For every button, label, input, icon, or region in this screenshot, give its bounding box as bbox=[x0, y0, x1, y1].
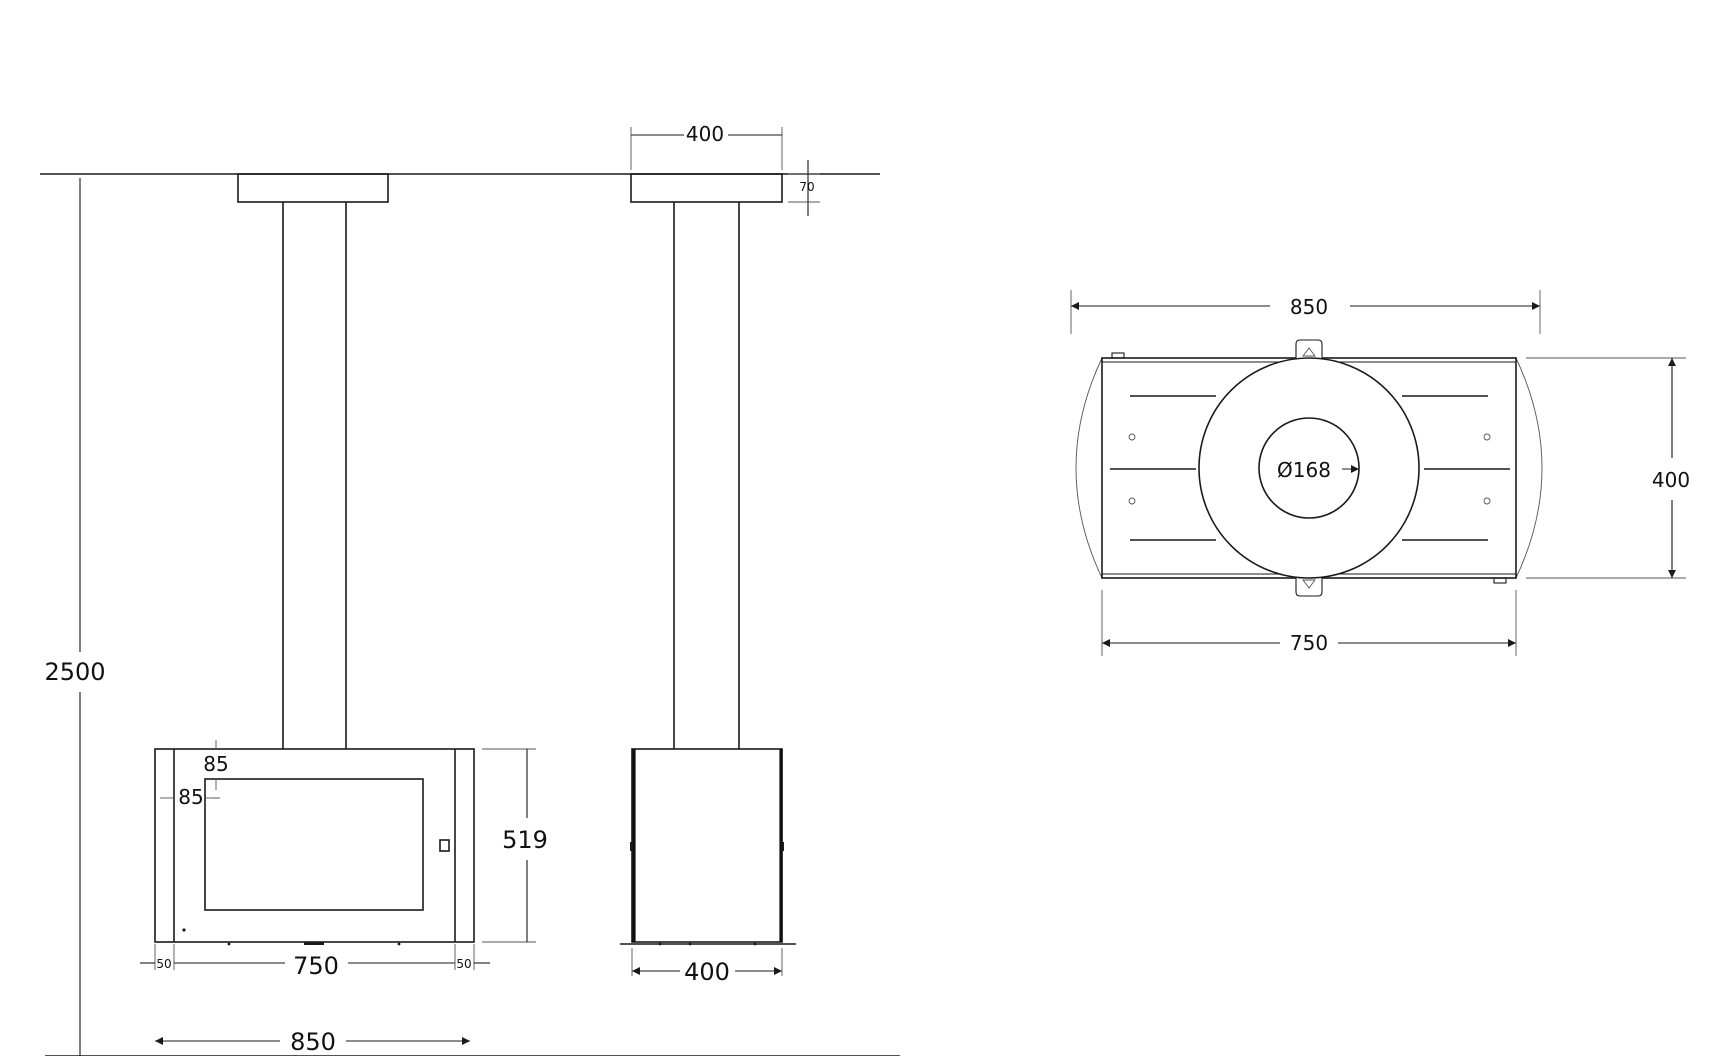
plan-overall-width-label: 850 bbox=[1290, 295, 1328, 319]
plan-body-width-label: 750 bbox=[1290, 631, 1328, 655]
flue-diameter-label: Ø168 bbox=[1277, 458, 1331, 482]
handle-square bbox=[439, 839, 450, 852]
top-plate-width-label: 400 bbox=[686, 122, 724, 146]
top-plate-height-label: 70 bbox=[799, 180, 814, 194]
overall-width-label: 850 bbox=[290, 1028, 336, 1056]
front-body bbox=[154, 748, 475, 943]
height-dimension: 2500 bbox=[44, 178, 106, 1056]
glass-offset-top-label: 85 bbox=[203, 752, 228, 776]
front-side-left-label: 50 bbox=[156, 957, 171, 971]
plan-top-disc bbox=[1198, 357, 1420, 579]
front-side-right-label: 50 bbox=[456, 957, 471, 971]
front-view: 85 85 50 750 50 850 519 bbox=[140, 173, 548, 1056]
height-total-label: 2500 bbox=[44, 658, 105, 686]
flue-circle bbox=[1258, 417, 1360, 519]
side-body bbox=[631, 748, 783, 943]
side-view: 400 70 400 bbox=[620, 122, 820, 986]
glass-offset-left-label: 85 bbox=[178, 785, 203, 809]
plan-view: Ø168 850 750 400 bbox=[1070, 290, 1690, 656]
front-body-width-label: 750 bbox=[293, 952, 339, 980]
plan-depth-label: 400 bbox=[1652, 468, 1690, 492]
glass-window bbox=[204, 778, 424, 911]
body-height-label: 519 bbox=[502, 826, 548, 854]
side-depth-label: 400 bbox=[684, 958, 730, 986]
